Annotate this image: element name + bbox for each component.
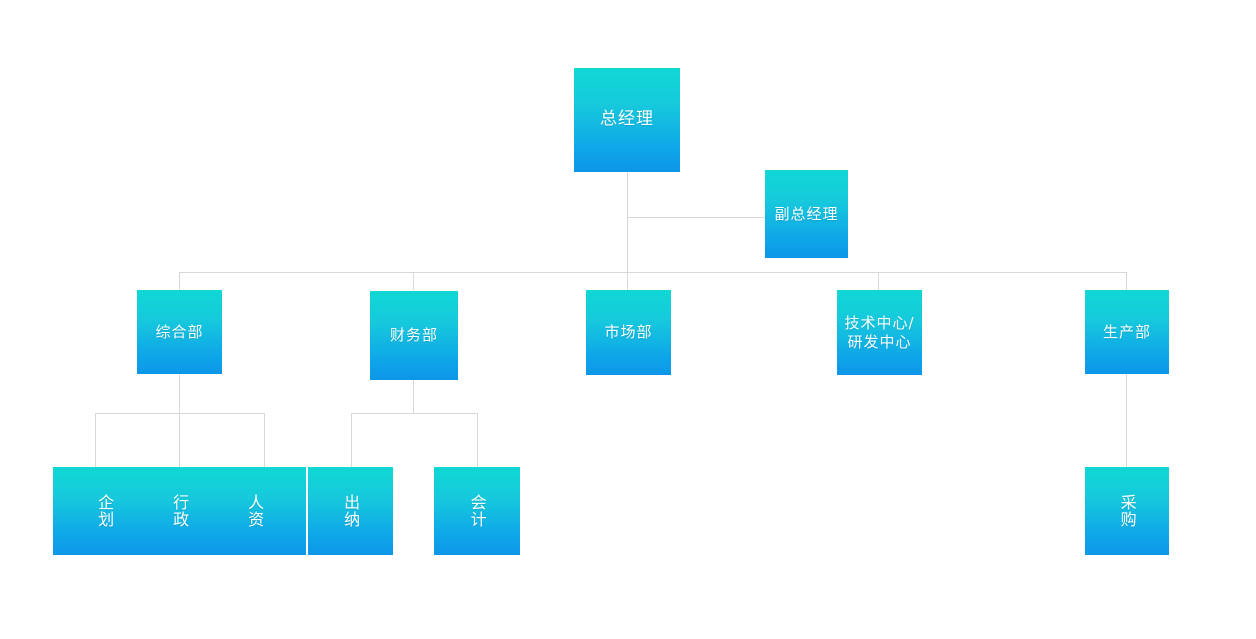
- node-tech-center-label: 技术中心/ 研发中心: [844, 313, 915, 351]
- connector-drop-production: [1126, 272, 1127, 290]
- connector-ceo-to-vice: [627, 217, 765, 218]
- connector-drop-general-affairs: [179, 272, 180, 290]
- node-tech-center[interactable]: 技术中心/ 研发中心: [837, 290, 922, 375]
- connector-drop-finance: [413, 272, 414, 290]
- node-finance-label: 财务部: [389, 326, 438, 345]
- node-finance[interactable]: 财务部: [370, 291, 458, 380]
- connector-production-to-procurement: [1126, 374, 1127, 467]
- connector-finance-bus: [351, 413, 477, 414]
- node-marketing-label: 市场部: [604, 323, 653, 342]
- node-marketing[interactable]: 市场部: [586, 290, 671, 375]
- node-procurement-label: 采购: [1117, 494, 1137, 528]
- connector-drop-human-resources: [264, 413, 265, 467]
- node-cashier-label: 出纳: [341, 494, 361, 528]
- node-production[interactable]: 生产部: [1085, 290, 1169, 374]
- node-vice-ceo-label: 副总经理: [774, 204, 839, 223]
- connector-drop-cashier: [351, 413, 352, 467]
- connector-drop-accounting: [477, 413, 478, 467]
- node-ceo-label: 总经理: [600, 109, 654, 130]
- node-cashier[interactable]: 出纳: [308, 467, 393, 555]
- node-accounting-label: 会计: [467, 494, 487, 528]
- node-administration-label: 行政: [170, 494, 190, 528]
- connector-level2-bus: [179, 272, 1127, 273]
- node-general-affairs[interactable]: 综合部: [137, 290, 222, 374]
- node-procurement[interactable]: 采购: [1085, 467, 1169, 555]
- connector-drop-marketing: [627, 272, 628, 290]
- connector-general-affairs-trunk: [179, 374, 180, 413]
- node-vice-ceo[interactable]: 副总经理: [765, 170, 848, 258]
- connector-drop-administration: [179, 413, 180, 467]
- connector-drop-planning: [95, 413, 96, 467]
- connector-drop-tech-center: [878, 272, 879, 290]
- connector-ceo-trunk: [627, 172, 628, 272]
- connector-finance-trunk: [413, 380, 414, 413]
- node-general-affairs-label: 综合部: [155, 322, 204, 341]
- node-group-general-affairs-children[interactable]: 企划 行政 人资: [53, 467, 306, 555]
- node-accounting[interactable]: 会计: [434, 467, 520, 555]
- node-ceo[interactable]: 总经理: [574, 68, 680, 172]
- node-planning-label: 企划: [95, 494, 115, 528]
- node-production-label: 生产部: [1102, 322, 1151, 341]
- node-human-resources-label: 人资: [245, 494, 265, 528]
